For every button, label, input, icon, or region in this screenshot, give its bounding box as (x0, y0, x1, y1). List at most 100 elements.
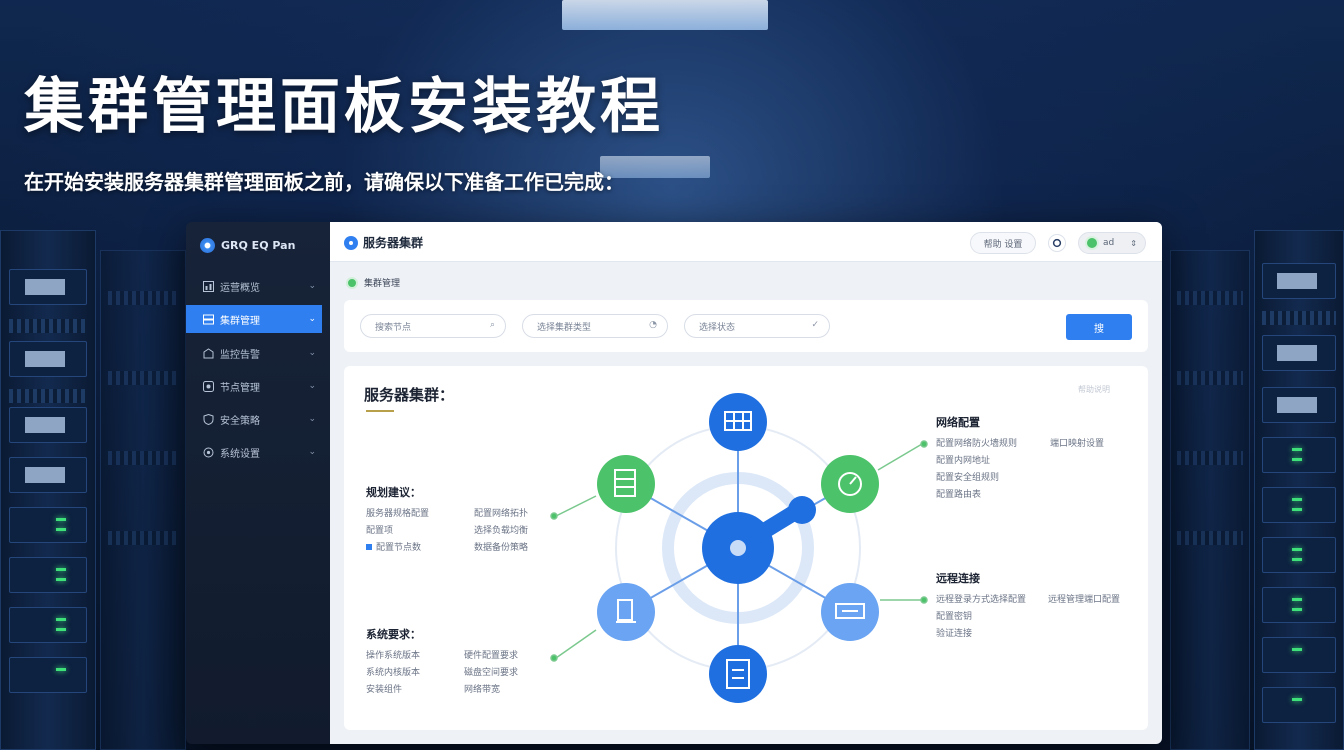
group-line: 安装组件 (366, 685, 403, 695)
group-line: 端口映射设置 (1050, 439, 1105, 449)
group-line: 配置密钥 (936, 612, 973, 622)
group-title-planning: 规划建议： (366, 486, 421, 499)
group-line: 服务器规格配置 (366, 509, 430, 519)
filter-bar: 搜索节点 ⌕ 选择集群类型 ◔ 选择状态 ✓ 搜 (344, 300, 1148, 352)
clock-icon: ◔ (649, 320, 657, 330)
group-line: 配置项 (366, 526, 394, 536)
user-label: ad (1103, 238, 1115, 248)
node-icon (202, 380, 214, 392)
help-tag[interactable]: 帮助说明 (1078, 385, 1110, 394)
group-line: 远程管理端口配置 (1048, 595, 1121, 605)
group-line-text: 配置节点数 (376, 543, 422, 553)
group-line: 硬件配置要求 (464, 651, 519, 661)
bullet-icon (366, 544, 372, 550)
notification-button[interactable] (1048, 234, 1066, 252)
node-search-input[interactable]: 搜索节点 ⌕ (360, 314, 506, 338)
search-button[interactable]: 搜 (1066, 314, 1132, 340)
group-line: 远程登录方式选择配置 (936, 595, 1027, 605)
group-line: 磁盘空间要求 (464, 668, 519, 678)
sidebar-brand[interactable]: GRQ EQ Pan (200, 236, 295, 254)
sidebar-item-label: 运营概览 (220, 282, 260, 294)
group-title-network: 网络配置 (936, 416, 980, 429)
chevron-updown-icon: ⇕ (1130, 238, 1137, 248)
app-logo-icon (344, 235, 358, 250)
group-line: 配置路由表 (936, 490, 982, 500)
sidebar: GRQ EQ Pan 运营概览 ⌄ 集群管理 ⌄ 监控告警 ⌄ (186, 222, 330, 744)
group-line: 配置节点数 (366, 540, 421, 553)
app-name-label: 服务器集群 (363, 236, 424, 250)
content-card: 服务器集群： 帮助说明 (344, 366, 1148, 730)
page-title: 集群管理面板安装教程 (24, 72, 664, 142)
sidebar-item-settings[interactable]: 系统设置 ⌄ (186, 438, 322, 466)
sidebar-item-label: 系统设置 (220, 448, 260, 460)
section-underline (366, 410, 394, 412)
sidebar-item-label: 监控告警 (220, 349, 260, 361)
chevron-down-icon: ⌄ (308, 447, 316, 457)
chevron-down-icon: ⌄ (308, 414, 316, 424)
breadcrumb: 集群管理 (346, 276, 400, 289)
sidebar-item-monitor[interactable]: 监控告警 ⌄ (186, 339, 322, 367)
chevron-down-icon: ⌄ (308, 314, 316, 324)
chevron-down-icon: ⌄ (308, 348, 316, 358)
status-select[interactable]: 选择状态 ✓ (684, 314, 830, 338)
cluster-type-select[interactable]: 选择集群类型 ◔ (522, 314, 668, 338)
file-node[interactable] (709, 645, 767, 703)
main-area: 服务器集群 帮助 设置 ad ⇕ 集群管理 搜索节点 ⌕ 选择集群类型 ◔ (330, 222, 1162, 744)
app-window: GRQ EQ Pan 运营概览 ⌄ 集群管理 ⌄ 监控告警 ⌄ (186, 222, 1162, 744)
group-line: 配置网络拓扑 (474, 509, 529, 519)
avatar (1085, 236, 1099, 250)
monitor-node[interactable] (821, 455, 879, 513)
storage-node[interactable] (597, 455, 655, 513)
sidebar-item-overview[interactable]: 运营概览 ⌄ (186, 272, 322, 300)
group-line: 选择负载均衡 (474, 526, 529, 536)
cluster-diagram (550, 393, 928, 703)
filter-placeholder: 选择状态 (699, 322, 736, 333)
group-title-remote: 远程连接 (936, 572, 980, 585)
server-rack-right-2 (1170, 250, 1250, 750)
monitor-icon (202, 347, 214, 359)
ceiling-light (562, 0, 768, 30)
bell-icon (1052, 238, 1062, 248)
topbar: 服务器集群 帮助 设置 ad ⇕ (330, 222, 1162, 262)
sidebar-item-security[interactable]: 安全策略 ⌄ (186, 405, 322, 433)
help-settings-button[interactable]: 帮助 设置 (970, 232, 1036, 254)
check-icon: ✓ (811, 320, 819, 330)
page-subtitle: 在开始安装服务器集群管理面板之前，请确保以下准备工作已完成： (24, 170, 624, 194)
group-line: 配置网络防火墙规则 (936, 439, 1018, 449)
chevron-down-icon: ⌄ (308, 381, 316, 391)
group-line: 操作系统版本 (366, 651, 421, 661)
group-line: 数据备份策略 (474, 543, 529, 553)
status-dot-icon (346, 276, 358, 289)
search-icon: ⌕ (489, 320, 495, 330)
sidebar-item-label: 集群管理 (220, 315, 260, 327)
cluster-core-icon[interactable] (702, 496, 816, 584)
logo-icon (200, 237, 215, 253)
terminal-node[interactable] (597, 583, 655, 641)
database-node[interactable] (709, 393, 767, 451)
filter-placeholder: 选择集群类型 (537, 322, 592, 333)
ceiling-light (600, 156, 710, 178)
group-line: 配置安全组规则 (936, 473, 1000, 483)
filter-placeholder: 搜索节点 (375, 322, 412, 333)
sidebar-item-cluster[interactable]: 集群管理 ⌄ (186, 305, 322, 333)
app-name: 服务器集群 (344, 234, 423, 251)
chevron-down-icon: ⌄ (308, 281, 316, 291)
group-line: 网络带宽 (464, 685, 501, 695)
server-rack-left-2 (100, 250, 186, 750)
sidebar-item-nodes[interactable]: 节点管理 ⌄ (186, 372, 322, 400)
group-line: 配置内网地址 (936, 456, 991, 466)
server-icon (202, 313, 214, 325)
shield-icon (202, 413, 214, 425)
sidebar-item-label: 安全策略 (220, 415, 260, 427)
sidebar-item-label: 节点管理 (220, 382, 260, 394)
group-title-requirements: 系统要求： (366, 628, 421, 641)
user-menu[interactable]: ad ⇕ (1078, 232, 1146, 254)
dashboard-icon (202, 280, 214, 292)
brand-label: GRQ EQ Pan (221, 238, 296, 252)
group-line: 系统内核版本 (366, 668, 421, 678)
gear-icon (202, 446, 214, 458)
server-rack-right (1254, 230, 1344, 750)
group-line: 验证连接 (936, 629, 973, 639)
breadcrumb-label: 集群管理 (364, 279, 401, 289)
network-node[interactable] (821, 583, 879, 641)
